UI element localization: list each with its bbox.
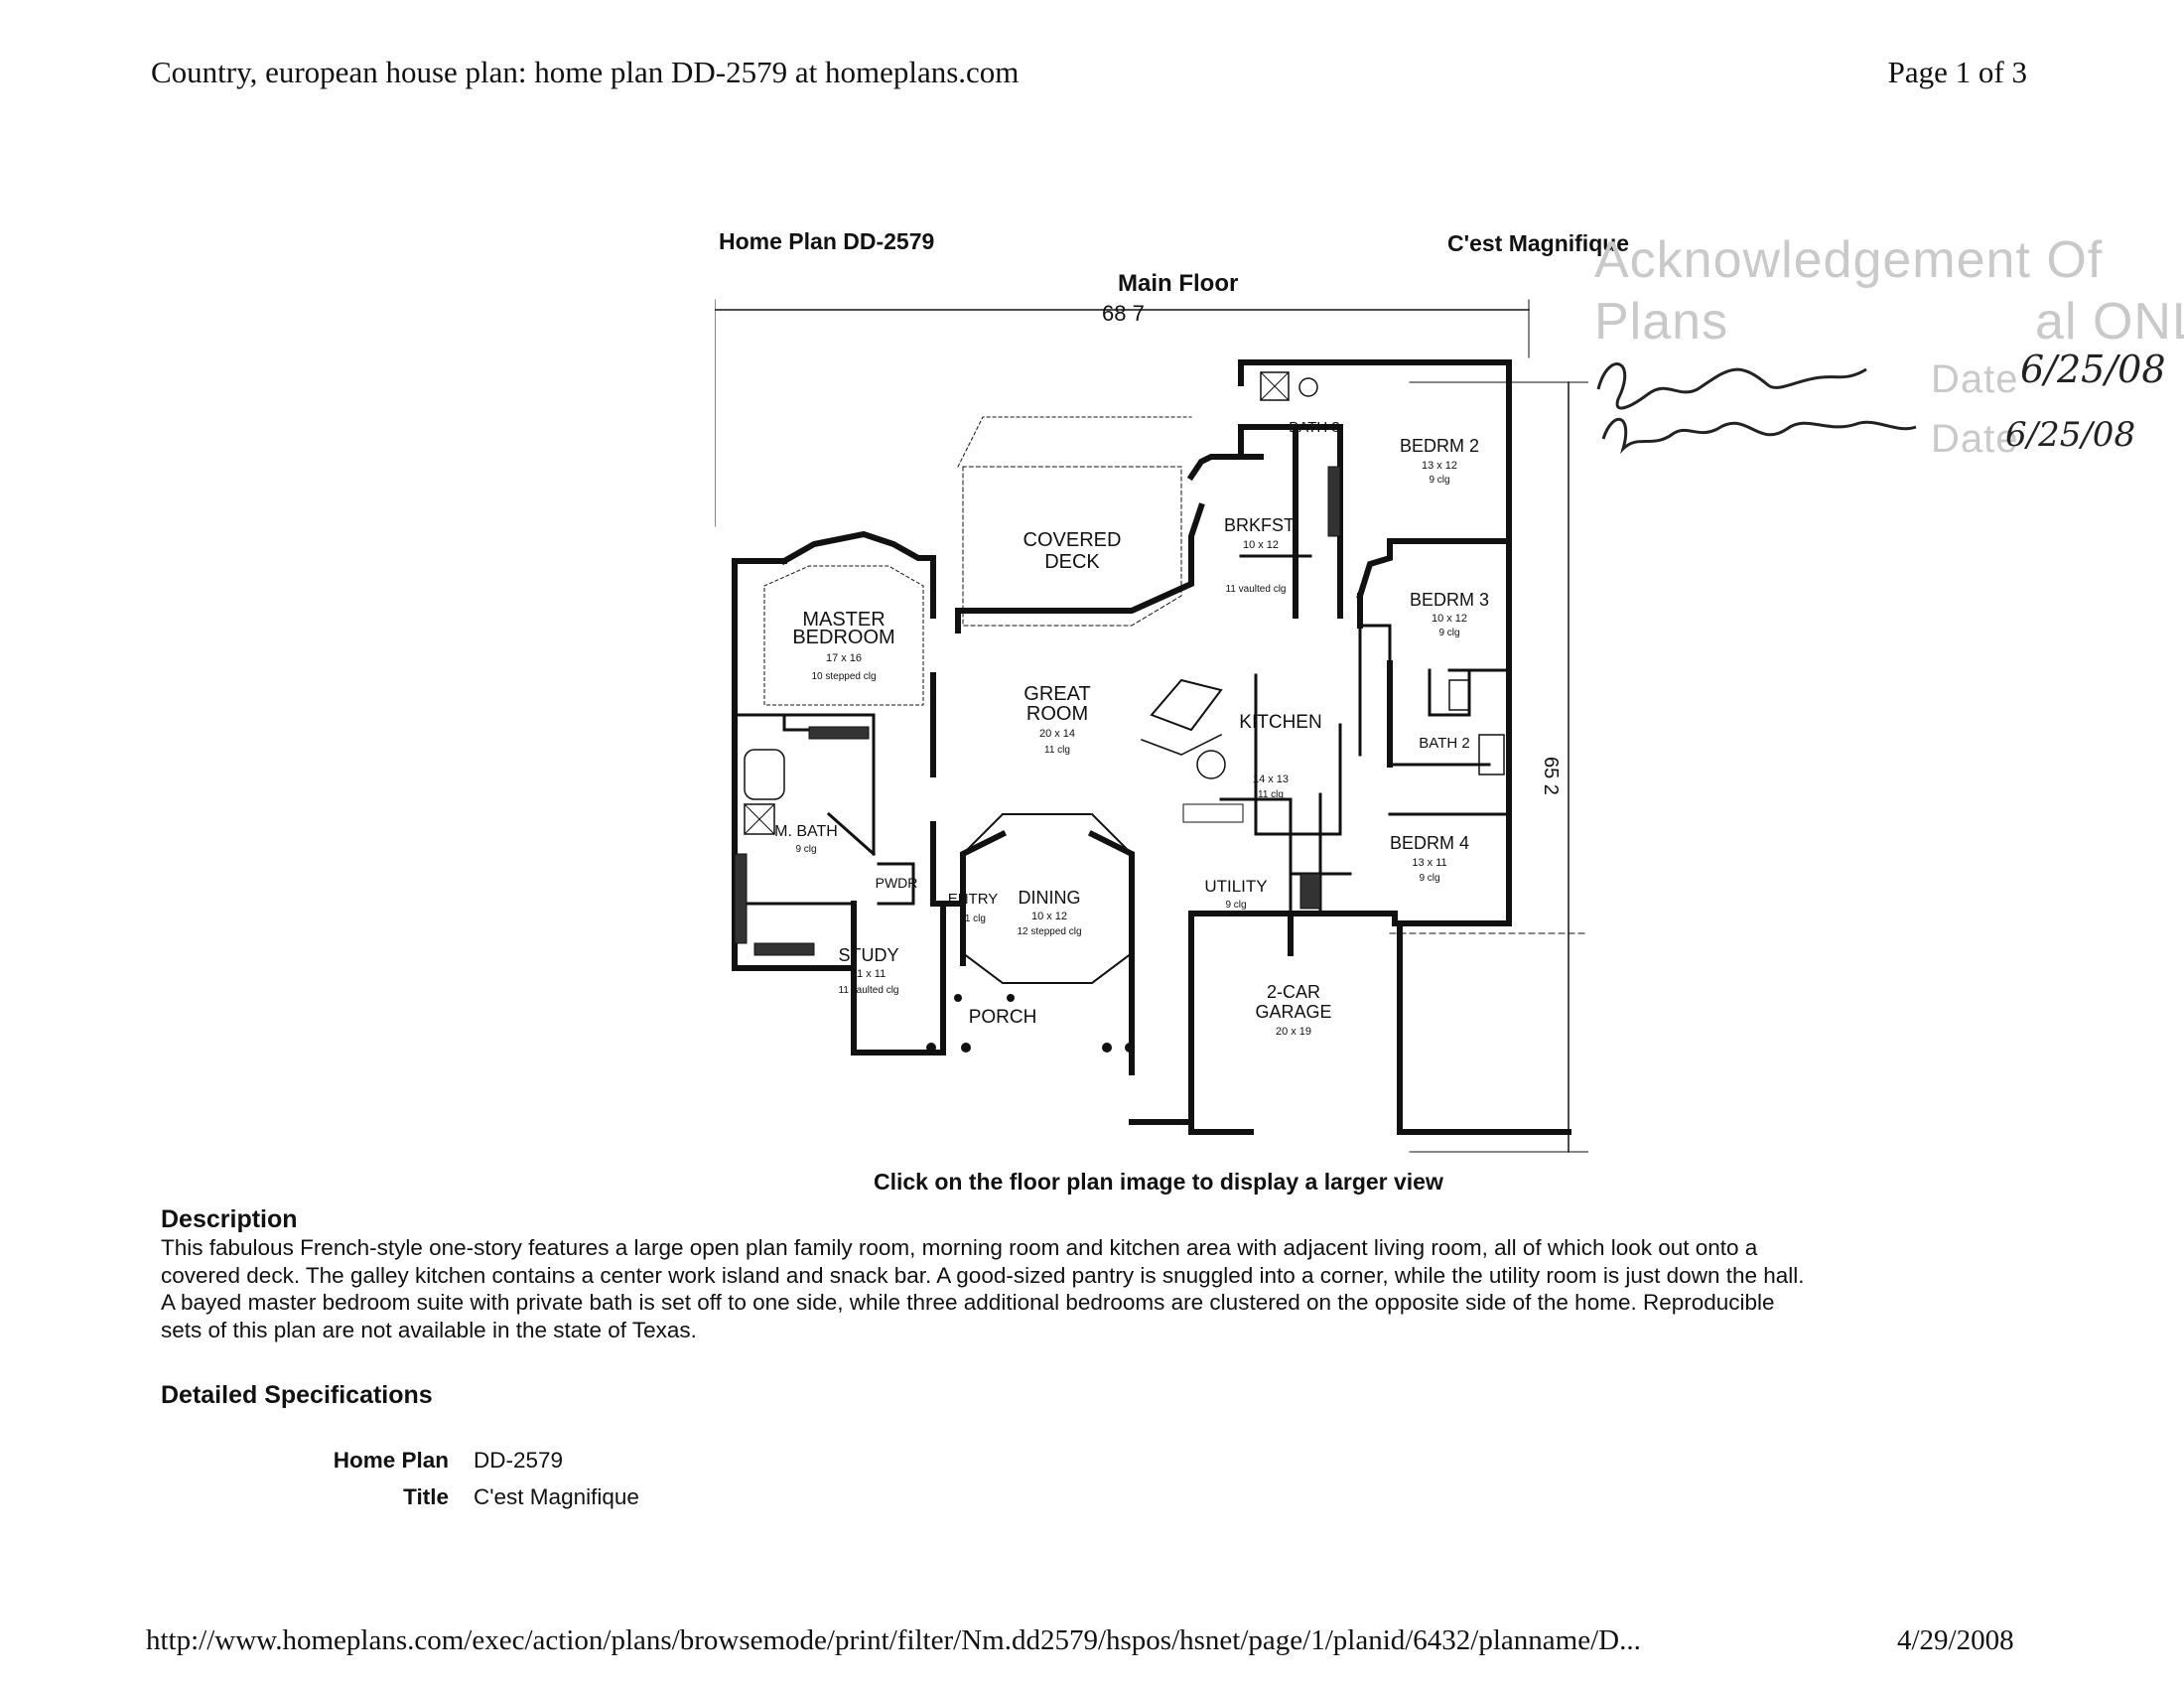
- room-covered-deck: COVERED: [1024, 529, 1122, 551]
- document-title: Country, european house plan: home plan …: [151, 55, 1020, 89]
- description-line: sets of this plan are not available in t…: [161, 1317, 697, 1342]
- stamp-date-label-2: Date: [1931, 417, 2019, 461]
- room-bedrm3: BEDRM 3: [1410, 590, 1489, 610]
- acknowledgement-stamp: Acknowledgement Of Plans al ONLY! Date D…: [1578, 230, 2184, 489]
- plan-id-label: Home Plan DD-2579: [719, 228, 935, 254]
- bath3-tub: [1260, 371, 1290, 401]
- svg-text:11 clg: 11 clg: [1258, 789, 1284, 800]
- svg-text:13 x 11: 13 x 11: [1412, 857, 1446, 869]
- svg-text:20 x 19: 20 x 19: [1276, 1026, 1311, 1038]
- room-bath3: BATH 3: [1289, 419, 1339, 436]
- svg-text:11 x 11: 11 x 11: [852, 968, 886, 980]
- svg-text:10 x 12: 10 x 12: [1243, 539, 1279, 551]
- description-line: A bayed master bedroom suite with privat…: [161, 1290, 1775, 1316]
- svg-text:11 vaulted clg: 11 vaulted clg: [1226, 584, 1287, 595]
- svg-text:11 clg: 11 clg: [960, 914, 986, 924]
- room-kitchen: KITCHEN: [1239, 712, 1321, 733]
- svg-text:11 clg: 11 clg: [1044, 745, 1070, 756]
- stamp-line-1: Acknowledgement Of: [1594, 231, 2104, 289]
- description-line: This fabulous French-style one-story fea…: [161, 1235, 1758, 1260]
- stamp-date-label-1: Date: [1931, 357, 2019, 401]
- master-bay: [763, 565, 924, 706]
- svg-text:9 clg: 9 clg: [1225, 900, 1246, 911]
- width-dimension: 68 7: [1102, 301, 1145, 326]
- room-study: STUDY: [838, 945, 898, 965]
- svg-text:9 clg: 9 clg: [1419, 873, 1439, 884]
- floor-label: Main Floor: [1118, 270, 1239, 297]
- handwritten-signatures: [1596, 362, 1917, 455]
- room-utility: UTILITY: [1204, 877, 1267, 896]
- spec-value-title: C'est Magnifique: [474, 1484, 639, 1509]
- stamp-line-2: Plans al ONLY!: [1594, 293, 2184, 351]
- svg-text:ROOM: ROOM: [1026, 703, 1088, 725]
- footer-date: 4/29/2008: [1897, 1624, 2014, 1656]
- svg-text:17 x 16: 17 x 16: [826, 652, 862, 664]
- svg-text:DECK: DECK: [1044, 551, 1100, 573]
- spec-value-home-plan: DD-2579: [474, 1448, 564, 1473]
- footer-url[interactable]: http://www.homeplans.com/exec/action/pla…: [146, 1624, 1641, 1656]
- page-number: Page 1 of 3: [1887, 55, 2027, 89]
- room-entry: ENTRY: [948, 891, 999, 908]
- svg-text:9 clg: 9 clg: [1438, 628, 1459, 638]
- room-bedrm2: BEDRM 2: [1400, 436, 1479, 456]
- room-bath2: BATH 2: [1419, 735, 1469, 752]
- spec-key-title: Title: [403, 1484, 449, 1509]
- svg-text:10 x 12: 10 x 12: [1432, 613, 1467, 625]
- room-master-bedroom: MASTER: [802, 609, 885, 631]
- exterior-walls: [732, 359, 1571, 1135]
- porch-columns: [926, 994, 1135, 1053]
- room-garage: 2-CAR: [1267, 982, 1320, 1002]
- kitchen-island: [1150, 678, 1223, 732]
- plan-name-label: C'est Magnifique: [1447, 230, 1630, 256]
- description-heading: Description: [161, 1205, 298, 1233]
- dining-bay: [962, 813, 1133, 984]
- spec-key-home-plan: Home Plan: [333, 1448, 449, 1473]
- svg-text:9 clg: 9 clg: [1429, 475, 1449, 486]
- svg-text:13 x 12: 13 x 12: [1422, 460, 1457, 472]
- room-bedrm4: BEDRM 4: [1390, 833, 1469, 853]
- room-dining: DINING: [1019, 888, 1081, 908]
- covered-deck-outline: [957, 416, 1192, 468]
- master-tub: [744, 749, 785, 800]
- signature-date-2: 6/25/08: [2005, 415, 2136, 455]
- room-brkfst: BRKFST.: [1224, 515, 1297, 535]
- svg-text:14 x 13: 14 x 13: [1253, 774, 1289, 785]
- svg-text:20 x 14: 20 x 14: [1039, 728, 1075, 740]
- floor-plan-caption[interactable]: Click on the floor plan image to display…: [874, 1169, 1443, 1195]
- svg-text:12 stepped clg: 12 stepped clg: [1017, 926, 1081, 937]
- room-great-room: GREAT: [1024, 683, 1090, 705]
- svg-text:10 stepped clg: 10 stepped clg: [811, 671, 876, 682]
- room-porch: PORCH: [969, 1007, 1037, 1028]
- svg-text:GARAGE: GARAGE: [1255, 1002, 1331, 1022]
- room-powder: PWDR: [876, 875, 918, 891]
- svg-text:9 clg: 9 clg: [795, 844, 816, 855]
- description-line: covered deck. The galley kitchen contain…: [161, 1262, 1805, 1288]
- svg-text:BEDROOM: BEDROOM: [792, 627, 894, 648]
- svg-text:10 x 12: 10 x 12: [1031, 911, 1067, 922]
- svg-text:11 vaulted clg: 11 vaulted clg: [839, 985, 899, 996]
- description-body: This fabulous French-style one-story fea…: [161, 1234, 2047, 1343]
- room-master-bath: M. BATH: [774, 823, 838, 840]
- specifications-heading: Detailed Specifications: [161, 1381, 433, 1409]
- floor-plan-image[interactable]: BATH 3 BEDRM 2 13 x 12 9 clg BRKFST. 10 …: [715, 298, 1588, 1172]
- signature-date-1: 6/25/08: [2020, 348, 2166, 391]
